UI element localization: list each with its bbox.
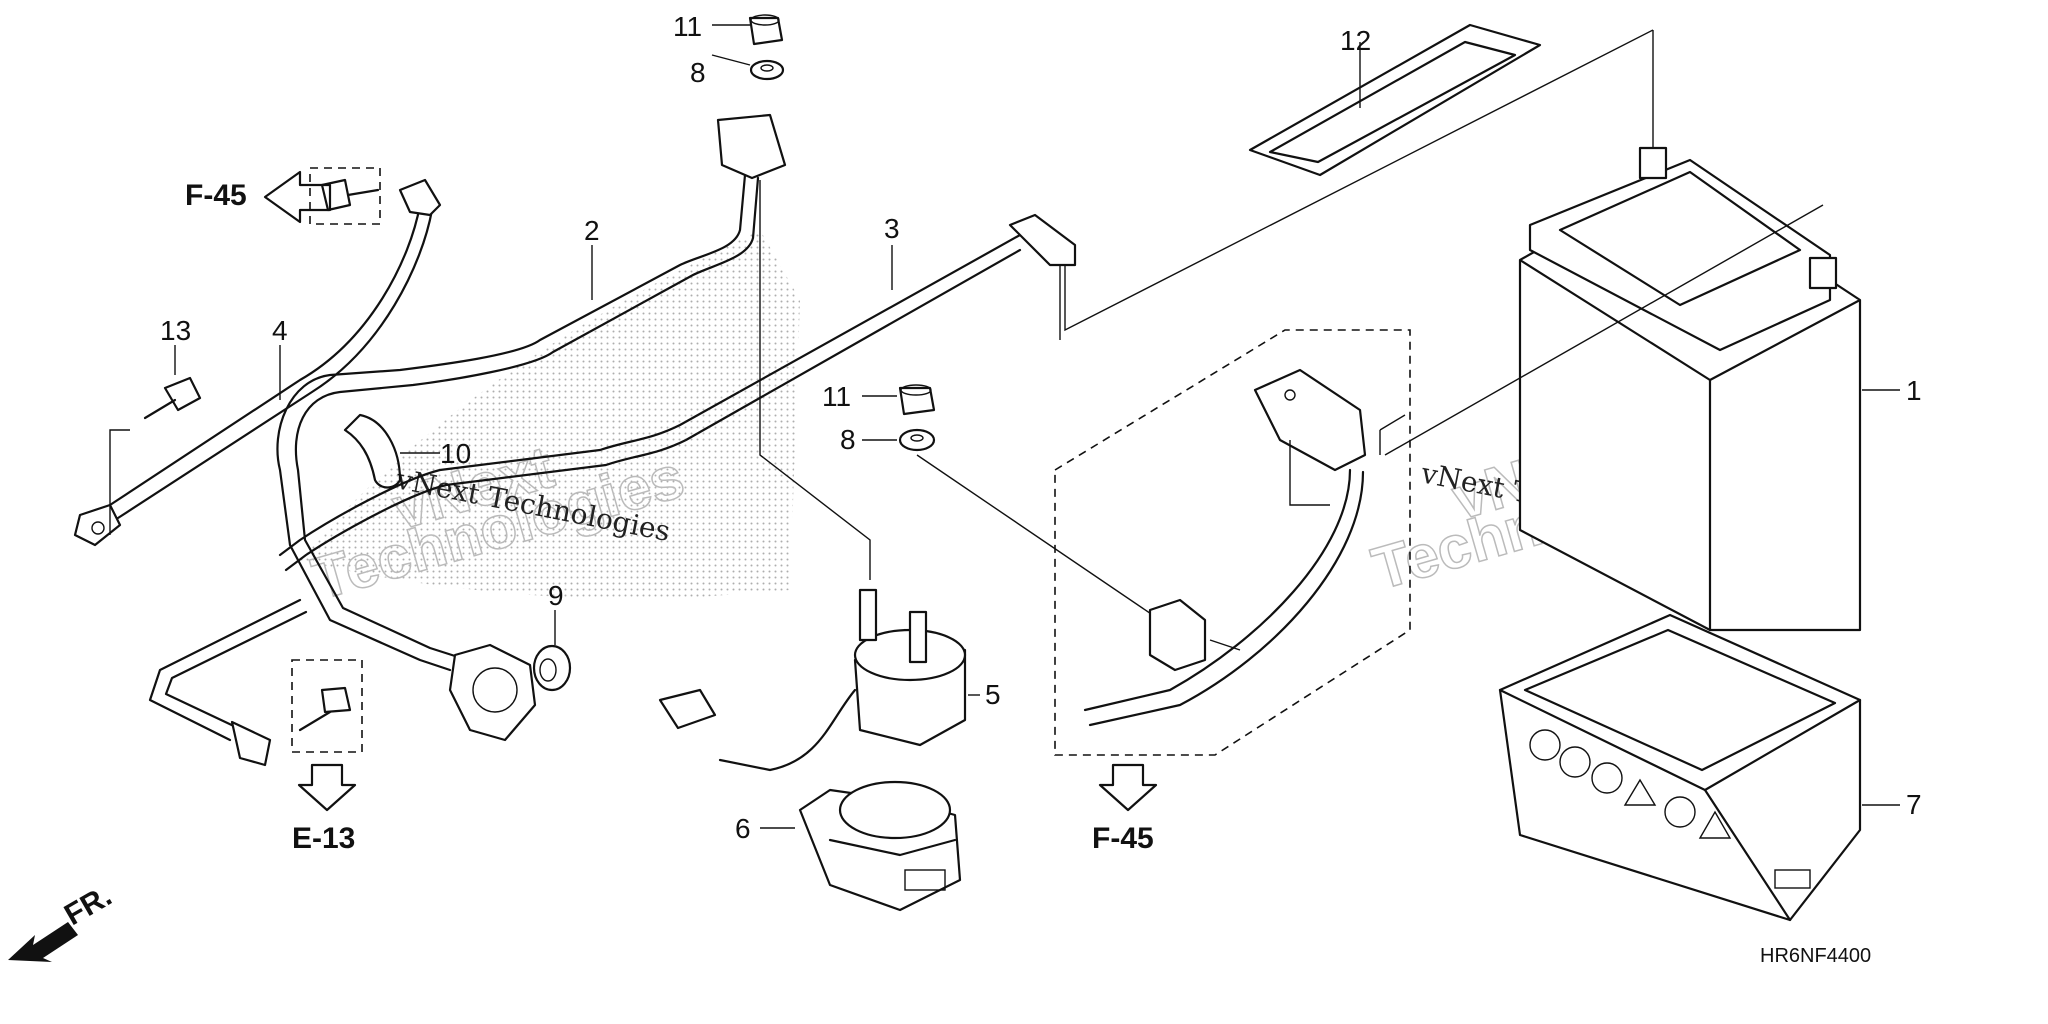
leader-middle-post [916, 454, 1186, 641]
clamp-10 [343, 413, 402, 489]
washer-8-upper [749, 59, 785, 81]
callout-11-upper: 11 [673, 11, 702, 42]
leader-battery-negative [1384, 204, 1824, 456]
bolt-upper [309, 167, 381, 225]
callout-6: 6 [735, 813, 751, 844]
ref-arrow-e13 [297, 763, 357, 812]
callout-3: 3 [884, 213, 900, 244]
ref-arrow-f45-lower [1098, 763, 1158, 812]
relay-holder [798, 780, 962, 912]
terminal-cover-assembly [1054, 329, 1411, 756]
callout-4: 4 [272, 315, 288, 346]
washer-8-middle [898, 428, 936, 452]
battery-tray [1498, 613, 1862, 922]
starter-harness [276, 113, 787, 742]
callout-7: 7 [1906, 789, 1922, 820]
starter-relay [658, 588, 967, 772]
diagram-code: HR6NF4400 [1760, 945, 1871, 967]
callout-1: 1 [1906, 375, 1922, 406]
ref-label-e13: E-13 [292, 822, 355, 855]
callout-10: 10 [440, 438, 471, 469]
lower-ground-cable [148, 598, 308, 767]
grommet-9 [532, 644, 572, 692]
callout-9: 9 [548, 580, 564, 611]
callout-13: 13 [160, 315, 191, 346]
callout-12: 12 [1340, 25, 1371, 56]
stipple-shading [300, 230, 800, 600]
ref-label-f45-lower: F-45 [1092, 822, 1154, 855]
callout-labels: 1 2 3 4 5 6 7 8 8 9 10 11 11 12 13 [160, 11, 1922, 844]
ground-cable [73, 178, 442, 547]
battery-band [1248, 23, 1542, 177]
callout-8-middle: 8 [840, 424, 856, 455]
callout-8-upper: 8 [690, 57, 706, 88]
callout-11-middle: 11 [822, 381, 851, 412]
battery [1518, 30, 1862, 632]
callout-2: 2 [584, 215, 600, 246]
bolt-13 [109, 376, 202, 535]
nut-11-upper [748, 14, 784, 46]
callout-leaders [174, 24, 1900, 829]
leader-battery-positive [1064, 29, 1654, 332]
ref-arrow-f45-upper [263, 170, 332, 224]
callout-5: 5 [985, 679, 1001, 710]
battery-cable-main [278, 213, 1077, 572]
bolt-lower [291, 659, 363, 753]
nut-11-middle [898, 384, 936, 416]
ref-label-f45-upper: F-45 [185, 179, 247, 212]
front-arrow [8, 922, 78, 962]
leader-upper-post [759, 180, 871, 580]
